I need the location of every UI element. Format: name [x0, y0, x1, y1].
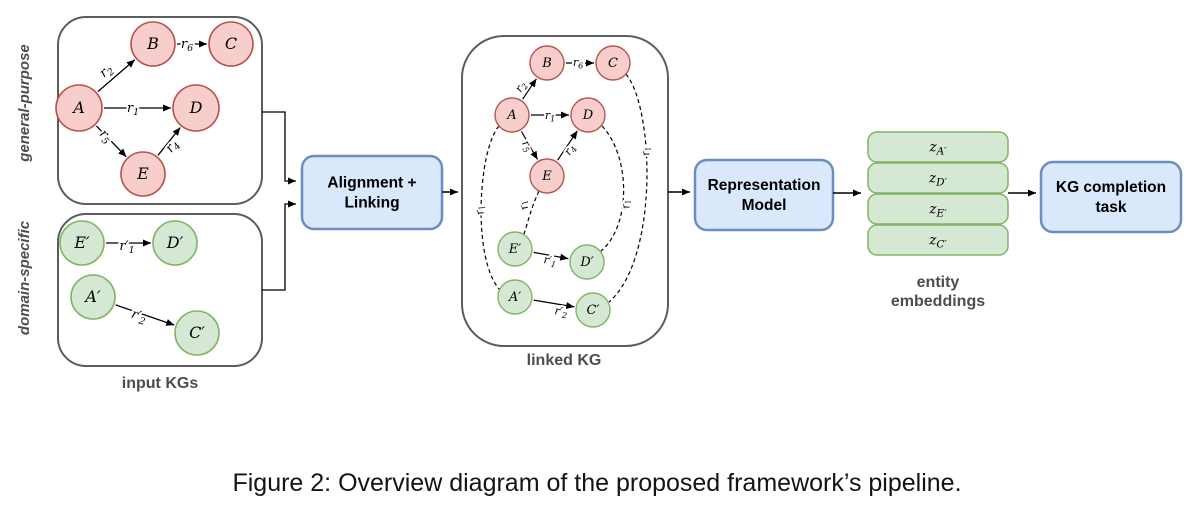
- linked-edge-label-r1: r1: [545, 109, 555, 124]
- embedding-label-zAp: zA′: [928, 140, 947, 158]
- node-A: [55, 84, 103, 132]
- edge-label-r6: r6: [181, 37, 193, 54]
- linked-node-B-label: B: [541, 56, 552, 71]
- kg-completion-label-line2: task: [1095, 199, 1126, 216]
- connector-general-to-alignment: [262, 111, 296, 185]
- linked-node-A: [494, 97, 530, 133]
- entity-embeddings-caption-line1: entity: [917, 274, 960, 291]
- embedding-label-zEp: zE′: [928, 202, 947, 220]
- link-edge-D-Dp: [600, 125, 625, 252]
- linked-node-Ep-label: E′: [508, 242, 521, 257]
- node-Ep-label: E′: [73, 233, 90, 252]
- kg-completion-label-line1: KG completion: [1056, 179, 1166, 196]
- node-Cp: [174, 310, 220, 356]
- linked-edge-label-r4: r4: [561, 142, 579, 159]
- alignment-linking-label-line2: Linking: [344, 195, 399, 212]
- linked-node-D: [570, 97, 606, 133]
- link-edge-A-Ap: [480, 125, 501, 291]
- edge-Ap-Cp: [115, 304, 175, 326]
- alignment-linking-box: [300, 154, 444, 231]
- linked-edge-Ap-Cp: [533, 299, 575, 310]
- link-edge-E-Ep: [523, 190, 540, 235]
- linked-edge-A-B: [522, 78, 537, 100]
- entity-embeddings-caption-line2: embeddings: [891, 293, 985, 310]
- linked-node-Ap: [497, 279, 533, 315]
- input-kgs-caption: input KGs: [122, 375, 199, 392]
- embedding-label-zCp: zC′: [928, 233, 947, 251]
- node-Ap: [70, 274, 116, 320]
- node-B: [130, 21, 176, 67]
- alignment-linking-label-line1: Alignment +: [327, 175, 416, 192]
- linked-node-Ap-label: A′: [508, 290, 521, 305]
- node-C-label: C: [225, 34, 237, 53]
- linked-edge-Ep-Dp: [533, 251, 569, 261]
- linked-edge-label-rp1: r′1: [542, 253, 557, 270]
- linked-node-E: [529, 158, 565, 194]
- figure-caption: Figure 2: Overview diagram of the propos…: [232, 469, 961, 497]
- embedding-row-Ep: [867, 193, 1009, 225]
- node-Dp: [152, 220, 198, 266]
- domain-specific-side-label: domain-specific: [16, 220, 33, 335]
- node-A-label: A: [71, 98, 85, 117]
- linked-edge-label-r6: r6: [573, 56, 583, 71]
- representation-model-label-line1: Representation: [708, 177, 821, 194]
- embedding-row-Cp: [867, 224, 1009, 256]
- linked-kg-box: [461, 35, 669, 347]
- linked-node-Ep: [497, 231, 533, 267]
- connector-domain-to-alignment: [262, 200, 296, 291]
- edge-A-B: [97, 59, 136, 93]
- edge-A-E: [95, 125, 127, 158]
- linked-node-E-label: E: [541, 169, 552, 184]
- linked-node-Cp: [575, 292, 611, 328]
- edge-label-r5: r5: [95, 127, 116, 148]
- node-E-label: E: [136, 164, 149, 183]
- edge-label-r1: r1: [127, 101, 139, 118]
- linked-edge-label-rp2: r′2: [553, 304, 568, 320]
- node-C: [208, 21, 254, 67]
- embedding-label-zDp: zD′: [928, 171, 948, 189]
- edge-label-rp1: r′1: [119, 239, 134, 256]
- kg-completion-box: [1039, 160, 1183, 234]
- linked-node-A-label: A: [506, 108, 516, 123]
- linked-node-Dp: [569, 244, 605, 280]
- linked-node-Dp-label: D′: [579, 255, 593, 270]
- linked-node-B: [529, 45, 565, 81]
- linked-node-C-label: C: [608, 56, 618, 71]
- edge-E-D: [157, 127, 181, 156]
- representation-model-box: [693, 158, 835, 232]
- node-D-label: D: [189, 98, 203, 117]
- node-D: [172, 84, 220, 132]
- linked-edge-A-E: [520, 131, 539, 160]
- embedding-row-Dp: [867, 162, 1009, 194]
- linked-node-C: [595, 45, 631, 81]
- linked-node-D-label: D: [582, 108, 594, 123]
- representation-model-label-line2: Model: [742, 197, 787, 214]
- linked-node-Cp-label: C′: [587, 303, 600, 318]
- node-B-label: B: [146, 34, 159, 53]
- node-Dp-label: D′: [166, 233, 184, 252]
- general-purpose-side-label: general-purpose: [16, 44, 33, 163]
- linked-kg-caption: linked KG: [527, 352, 602, 369]
- linked-edge-E-D: [557, 130, 578, 161]
- embedding-row-Ap: [867, 131, 1009, 163]
- node-E: [120, 151, 166, 197]
- link-edge-C-Cp: [608, 73, 648, 303]
- node-Cp-label: C′: [189, 323, 205, 342]
- node-Ap-label: A′: [83, 287, 101, 306]
- node-Ep: [59, 220, 105, 266]
